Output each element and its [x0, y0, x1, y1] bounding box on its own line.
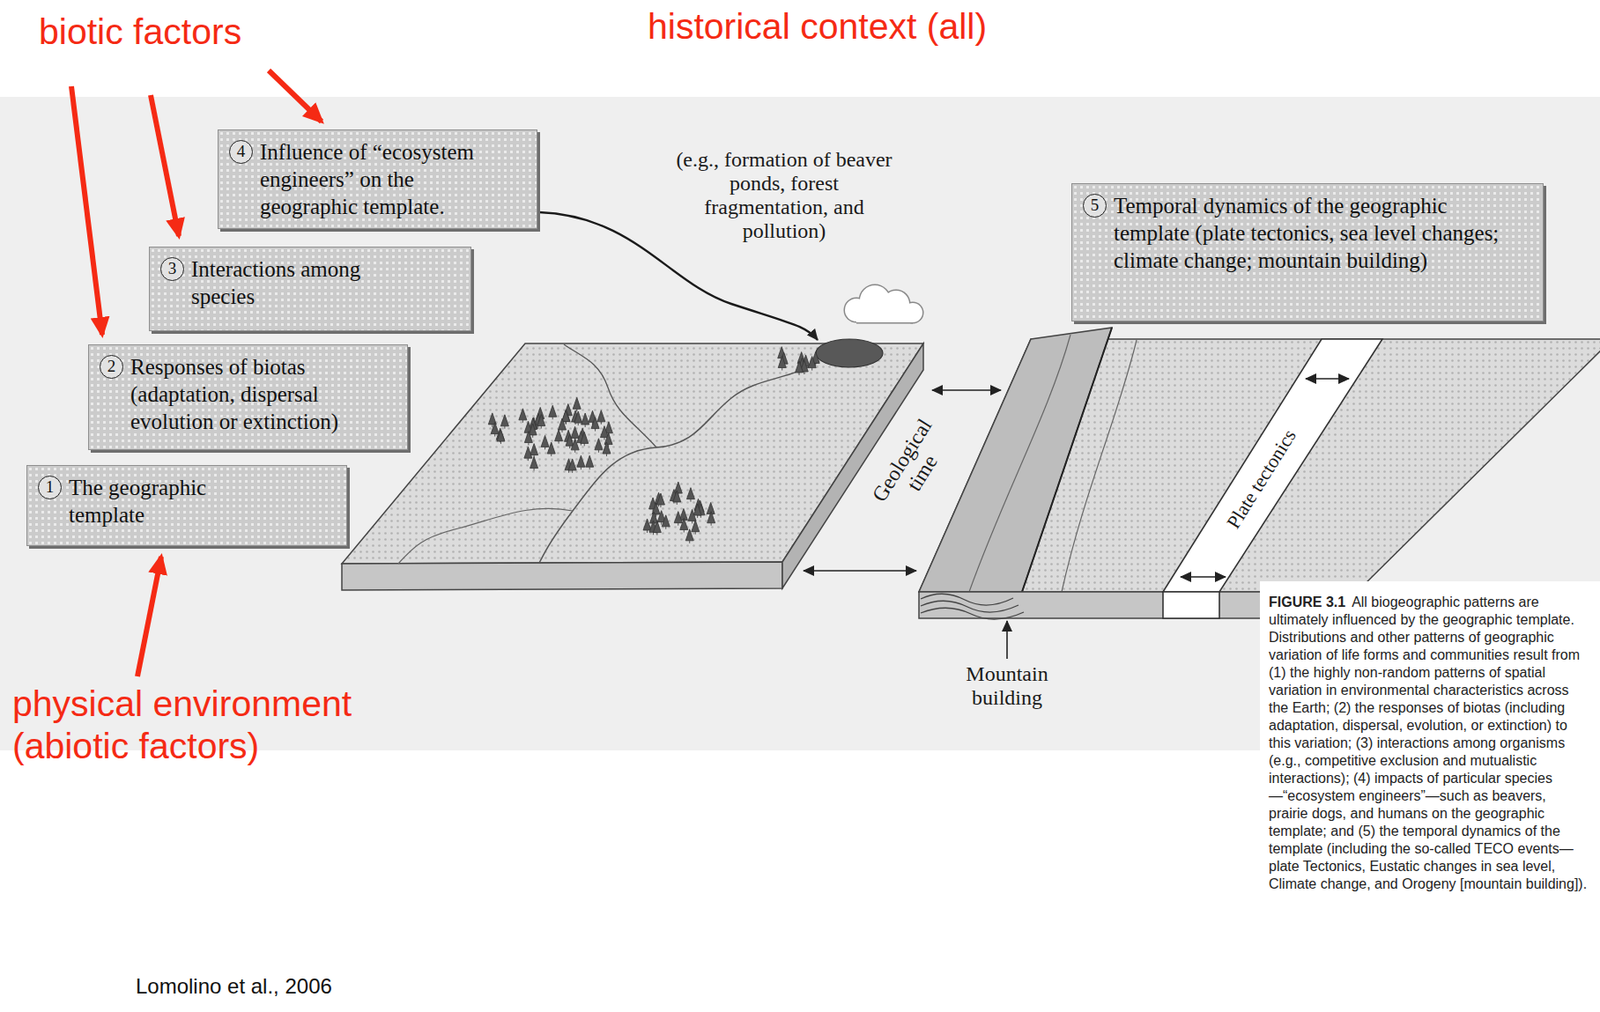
tree-symbol [680, 518, 689, 533]
tree-symbol [597, 410, 606, 425]
callout-number: 5 [1082, 193, 1107, 218]
pointer-arrow [1006, 621, 1008, 660]
cloud [844, 284, 925, 325]
tree-symbol [807, 356, 816, 371]
river [539, 361, 820, 563]
figure-label: Lomolino et al., 2006 [135, 974, 333, 1000]
tree-symbol [570, 438, 579, 453]
figure-label: Plate tectonics [1222, 425, 1301, 533]
tree-symbol [777, 355, 786, 371]
tree-symbol [540, 435, 549, 450]
tree-symbol [795, 361, 804, 376]
river-tributary [563, 344, 657, 448]
box-text: Influence of “ecosystem engineers” on th… [259, 138, 509, 221]
callout-number: 3 [160, 257, 185, 282]
red-arrow [268, 70, 322, 122]
figure-label: Geological time [862, 407, 962, 527]
time-arrow [803, 570, 917, 572]
stippled-box: 5Temporal dynamics of the geographic tem… [1071, 183, 1544, 322]
spreading-arrow [1180, 576, 1226, 578]
rift-valley [1162, 339, 1383, 593]
tree-symbol [602, 442, 611, 457]
rift-valley-front [1162, 592, 1220, 619]
tree-symbol [574, 411, 583, 426]
tree-symbol [686, 488, 695, 503]
time-arrow [932, 389, 1001, 392]
tree-symbol [524, 431, 533, 446]
forest [488, 347, 820, 544]
callout-number: 2 [99, 355, 124, 379]
landscape-top [341, 343, 924, 564]
tree-symbol [661, 515, 670, 530]
tree-symbol [530, 457, 539, 472]
tree-symbol [691, 520, 700, 535]
tree-symbol [572, 397, 581, 412]
caption-ground [1259, 581, 1600, 1012]
tree-symbol [537, 414, 546, 430]
annotation-label: historical context (all) [647, 5, 987, 48]
stippled-box: 1The geographic template [26, 465, 348, 547]
caption-text: All biogeographic patterns are ultimatel… [1268, 594, 1587, 892]
mountain-ridge [1022, 327, 1112, 593]
figure-label: Mountain building [949, 662, 1065, 711]
stippled-box: 4Influence of “ecosystem engineers” on t… [217, 129, 538, 230]
box-text: The geographic template [68, 474, 245, 529]
annotation-label: physical environment (abiotic factors) [12, 682, 436, 768]
tree-symbol [674, 511, 682, 526]
tree-symbol [558, 418, 567, 433]
beaver-pond [815, 339, 883, 368]
figure-label: (e.g., formation of beaver ponds, forest… [674, 148, 895, 244]
slope-line [1061, 340, 1137, 593]
tree-symbol [707, 511, 716, 526]
tree-symbol [685, 529, 694, 544]
cloud-puff [856, 310, 913, 323]
tree-symbol [577, 455, 586, 470]
cloud-outline [856, 310, 913, 325]
tree-symbol [581, 413, 590, 428]
box-text: Responses of biotas (adaptation, dispers… [130, 353, 388, 436]
spreading-arrow [1305, 377, 1349, 380]
stream [398, 508, 573, 564]
tree-symbol [518, 408, 527, 423]
figure-number: FIGURE 3.1 [1268, 594, 1346, 610]
stippled-box: 3Interactions among species [148, 246, 472, 332]
callout-number: 4 [229, 140, 253, 164]
rock-strata [920, 593, 1014, 606]
tree-symbol [555, 429, 563, 445]
figure-caption: FIGURE 3.1All biogeographic patterns are… [1268, 593, 1588, 894]
tree-symbol [524, 446, 533, 461]
box-text: Interactions among species [191, 255, 399, 311]
stippled-box: 2Responses of biotas (adaptation, disper… [88, 344, 408, 451]
tree-symbol [496, 429, 505, 445]
tree-symbol [568, 459, 577, 474]
callout-number: 1 [37, 475, 62, 500]
annotation-label: biotic factors [38, 10, 242, 53]
rock-strata [920, 607, 1024, 620]
tree-symbol [591, 417, 600, 432]
mountain-slope [918, 327, 1112, 593]
tree-symbol [580, 431, 589, 446]
tree-symbol [673, 490, 682, 505]
box-text: Temporal dynamics of the geographic temp… [1113, 192, 1506, 275]
tree-symbol [652, 521, 661, 536]
tree-symbol [500, 414, 509, 430]
red-arrow [137, 556, 162, 677]
tree-symbol [547, 442, 556, 457]
red-arrow [150, 95, 179, 237]
tree-symbol [548, 405, 557, 420]
landscape-front [341, 562, 783, 591]
tree-symbol [490, 422, 499, 438]
rock-strata [920, 600, 1019, 613]
tree-symbol [594, 438, 603, 453]
tree-symbol [656, 493, 665, 508]
red-arrow [71, 86, 103, 335]
slope-line [969, 334, 1071, 593]
tree-symbol [585, 455, 594, 470]
